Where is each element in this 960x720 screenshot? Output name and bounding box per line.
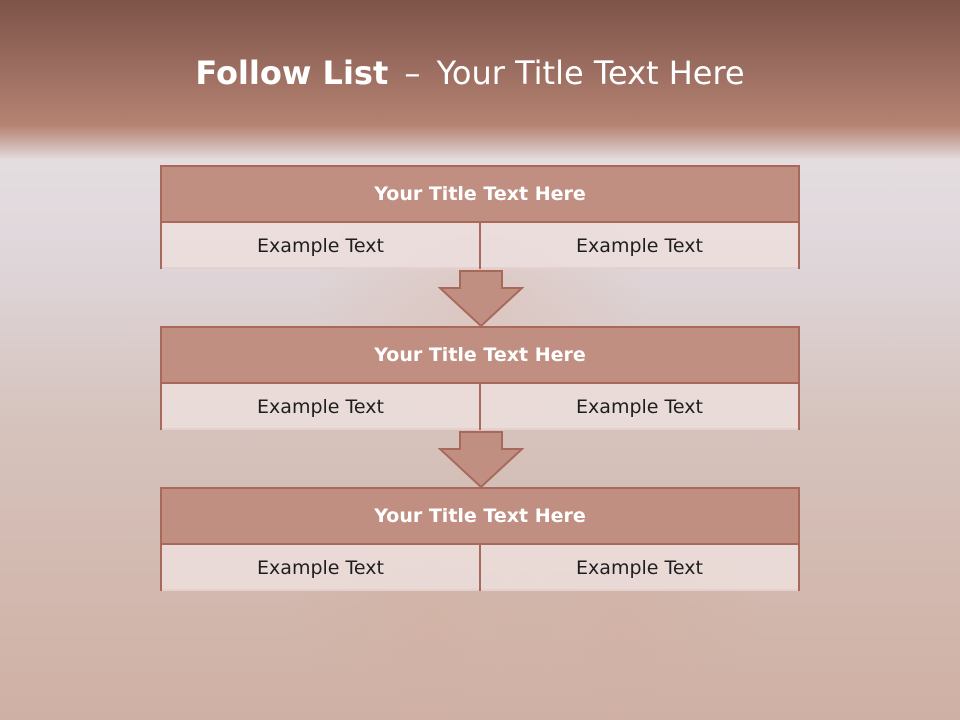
block-right-cell: Example Text [479,223,798,269]
block-title: Your Title Text Here [162,328,798,384]
block-right-cell: Example Text [479,545,798,591]
block-row: Example Text Example Text [162,545,798,591]
down-arrow-icon [438,431,524,489]
list-block-2: Your Title Text Here Example Text Exampl… [160,326,800,430]
header-band [0,0,960,160]
block-left-cell: Example Text [162,223,479,269]
title-rest: Your Title Text Here [436,54,745,92]
list-block-3: Your Title Text Here Example Text Exampl… [160,487,800,591]
down-arrow-icon [438,270,524,328]
slide-title: Follow List – Your Title Text Here [0,54,940,92]
block-right-cell: Example Text [479,384,798,430]
block-row: Example Text Example Text [162,223,798,269]
list-block-1: Your Title Text Here Example Text Exampl… [160,165,800,269]
title-separator: – [404,54,421,92]
block-title: Your Title Text Here [162,489,798,545]
block-left-cell: Example Text [162,384,479,430]
block-row: Example Text Example Text [162,384,798,430]
block-title: Your Title Text Here [162,167,798,223]
title-bold: Follow List [195,54,389,92]
block-left-cell: Example Text [162,545,479,591]
